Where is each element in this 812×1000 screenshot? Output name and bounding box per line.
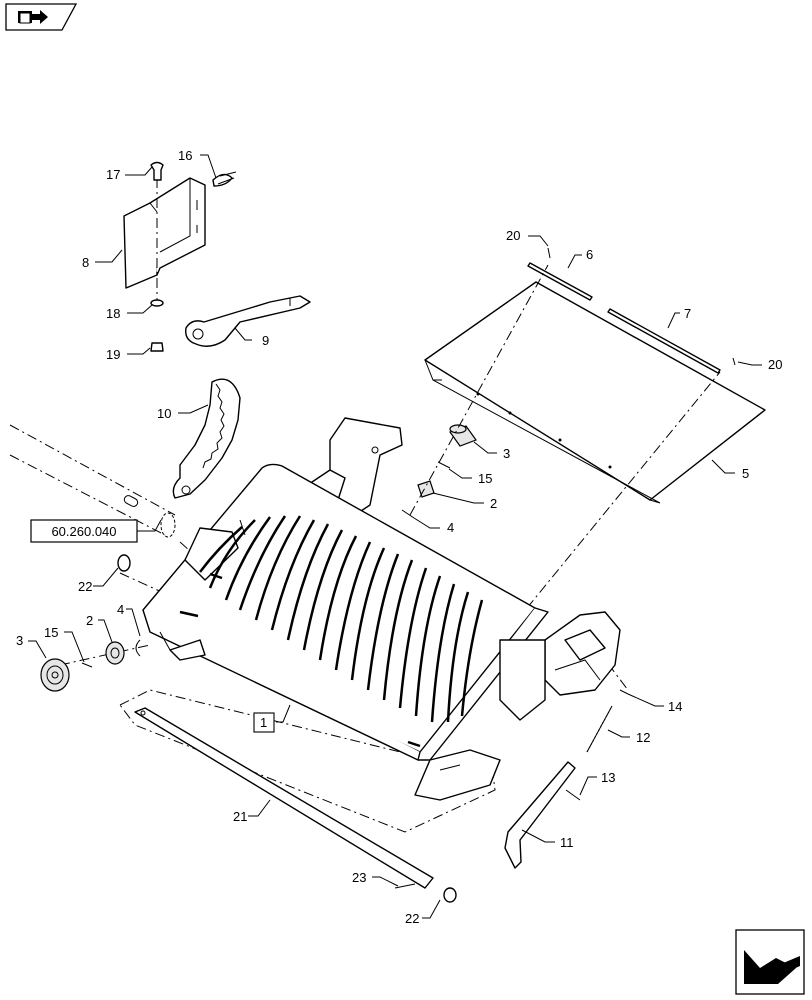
reference-box[interactable]: 60.260.040 xyxy=(30,519,162,543)
callout-15-lower[interactable]: 15 xyxy=(44,625,58,640)
pin-part-15-upper xyxy=(437,461,451,469)
screw-part-20 xyxy=(547,247,736,366)
pin-part-14 xyxy=(619,689,629,695)
callout-15-upper[interactable]: 15 xyxy=(478,471,492,486)
callout-2-lower[interactable]: 2 xyxy=(86,613,93,628)
clip-part-22-upper xyxy=(117,554,131,572)
clip-part-22-lower xyxy=(443,887,457,903)
callout-box-1 xyxy=(253,712,275,733)
callout-2-upper[interactable]: 2 xyxy=(490,496,497,511)
pin-part-23 xyxy=(394,883,416,889)
bushing-part-2-upper xyxy=(417,480,435,498)
callout-4-upper[interactable]: 4 xyxy=(447,520,454,535)
callout-13[interactable]: 13 xyxy=(601,770,615,785)
folder-arrow-icon[interactable] xyxy=(5,3,78,31)
callout-12[interactable]: 12 xyxy=(636,730,650,745)
callout-5[interactable]: 5 xyxy=(742,466,749,481)
callout-20-right[interactable]: 20 xyxy=(768,357,782,372)
callout-22-upper[interactable]: 22 xyxy=(78,579,92,594)
sieve-tray-part-1 xyxy=(142,463,549,761)
toothed-segment-part-10 xyxy=(172,378,241,499)
reference-label: 60.260.040 xyxy=(51,524,116,539)
clip-part-4-lower xyxy=(135,639,141,657)
bearing-part-3-lower xyxy=(40,658,70,692)
callout-17[interactable]: 17 xyxy=(106,167,120,182)
drive-shaft-phantom xyxy=(9,424,176,538)
callout-7[interactable]: 7 xyxy=(684,306,691,321)
rod-part-21 xyxy=(134,707,434,889)
strip-part-7 xyxy=(607,308,721,374)
clip-part-4-upper xyxy=(401,509,415,519)
strip-part-6 xyxy=(527,262,593,301)
callout-3-lower[interactable]: 3 xyxy=(16,633,23,648)
callout-22-lower[interactable]: 22 xyxy=(405,911,419,926)
callout-18[interactable]: 18 xyxy=(106,306,120,321)
callout-19[interactable]: 19 xyxy=(106,347,120,362)
callout-3-upper[interactable]: 3 xyxy=(503,446,510,461)
pin-part-13 xyxy=(565,789,581,801)
cover-sheet-part-5 xyxy=(424,281,766,504)
sieve-slots xyxy=(179,515,484,748)
lever-part-9 xyxy=(185,295,311,347)
roller-part-3-upper xyxy=(449,424,477,447)
callout-20-top[interactable]: 20 xyxy=(506,228,520,243)
callout-9[interactable]: 9 xyxy=(262,333,269,348)
bracket-part-8 xyxy=(123,161,237,352)
handle-part-11 xyxy=(504,761,576,869)
mount-frame xyxy=(299,417,403,516)
callout-8[interactable]: 8 xyxy=(82,255,89,270)
next-page-arrow-icon[interactable] xyxy=(735,929,805,995)
callout-14[interactable]: 14 xyxy=(668,699,682,714)
callout-10[interactable]: 10 xyxy=(157,406,171,421)
spring-part-12 xyxy=(586,705,613,753)
bushing-part-2-lower xyxy=(105,641,125,665)
callout-4-lower[interactable]: 4 xyxy=(117,602,124,617)
callout-11[interactable]: 11 xyxy=(560,835,574,850)
callout-16[interactable]: 16 xyxy=(178,148,192,163)
callout-21[interactable]: 21 xyxy=(233,809,247,824)
leader-lines xyxy=(28,154,762,919)
callout-1[interactable]: 1 xyxy=(260,715,267,730)
pin-part-15-lower xyxy=(81,662,93,668)
latch-mechanism xyxy=(169,611,621,801)
callout-23[interactable]: 23 xyxy=(352,870,366,885)
callout-6[interactable]: 6 xyxy=(586,247,593,262)
